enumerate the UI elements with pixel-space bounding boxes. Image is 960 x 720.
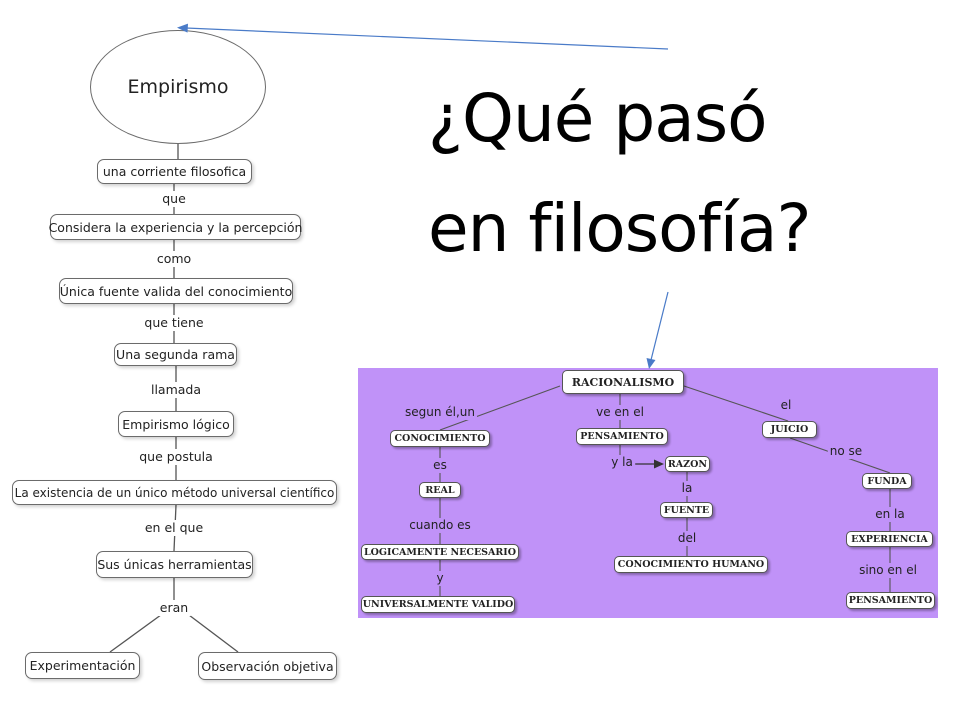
- node-razon: RAZON: [665, 456, 710, 472]
- link-no-se: no se: [827, 444, 865, 459]
- title-line-1: ¿Qué pasó: [428, 80, 767, 157]
- node-universalmente-valido: UNIVERSALMENTE VALIDO: [361, 596, 515, 613]
- node-considera-experiencia: Considera la experiencia y la percepción: [49, 214, 302, 240]
- node-segunda-rama: Una segunda rama: [114, 343, 237, 366]
- link-que-postula: que postula: [136, 449, 216, 465]
- node-empirismo-logico: Empirismo lógico: [118, 411, 234, 437]
- node-juicio: JUICIO: [762, 421, 817, 438]
- node-conocimiento-humano: CONOCIMIENTO HUMANO: [614, 556, 768, 573]
- empirismo-root-node: Empirismo: [90, 30, 266, 144]
- link-del: del: [675, 531, 699, 546]
- node-racionalismo: RACIONALISMO: [562, 370, 684, 394]
- arrow-to-racionalismo: [646, 291, 669, 369]
- arrow-to-empirismo: [177, 23, 669, 50]
- link-en-el-que: en el que: [141, 520, 207, 536]
- node-corriente-filosofica: una corriente filosofica: [97, 159, 252, 184]
- link-es: es: [431, 458, 449, 473]
- node-pensamiento: PENSAMIENTO: [576, 428, 668, 445]
- link-eran: eran: [156, 600, 192, 616]
- node-experimentacion: Experimentación: [25, 652, 140, 679]
- node-logicamente-necesario: LOGICAMENTE NECESARIO: [361, 544, 519, 560]
- title-line-2: en filosofía?: [428, 190, 812, 267]
- link-llamada: llamada: [147, 382, 205, 398]
- link-segun-el-un: segun él,un: [402, 405, 478, 420]
- link-que-tiene: que tiene: [141, 315, 207, 331]
- link-el: el: [778, 398, 794, 413]
- node-metodo-universal: La existencia de un único método univers…: [12, 480, 337, 505]
- node-conocimiento: CONOCIMIENTO: [390, 430, 490, 447]
- node-pensamiento-2: PENSAMIENTO: [846, 592, 935, 609]
- link-que: que: [159, 191, 189, 207]
- link-ve-en-el: ve en el: [594, 405, 646, 420]
- node-funda: FUNDA: [862, 473, 912, 489]
- node-real: REAL: [419, 482, 461, 498]
- node-fuente: FUENTE: [660, 502, 713, 518]
- link-y-la: y la: [609, 455, 635, 470]
- link-y: y: [434, 571, 446, 586]
- link-en-la: en la: [873, 507, 907, 522]
- link-la: la: [679, 481, 695, 496]
- node-observacion-objetiva: Observación objetiva: [198, 652, 337, 680]
- link-como: como: [153, 251, 195, 267]
- node-unicas-herramientas: Sus únicas herramientas: [96, 551, 253, 578]
- node-unica-fuente: Única fuente valida del conocimiento: [59, 278, 293, 304]
- link-cuando-es: cuando es: [407, 518, 473, 533]
- node-experiencia: EXPERIENCIA: [846, 531, 933, 547]
- link-sino-en-el: sino en el: [857, 563, 919, 578]
